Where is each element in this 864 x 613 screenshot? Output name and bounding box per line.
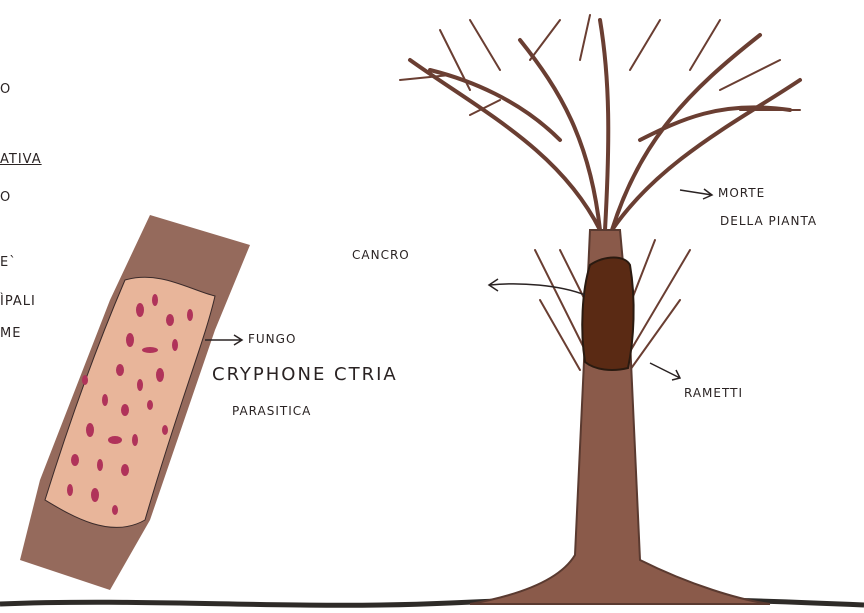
label-morte-line1: MORTE — [718, 186, 765, 200]
chestnut-tree-drawing — [400, 15, 800, 604]
label-cryphonectria: CRYPHONE CTRIA — [212, 364, 398, 385]
label-rametti: RAMETTI — [684, 386, 743, 400]
canker-lesion — [582, 258, 633, 371]
trunk-section-drawing — [20, 215, 250, 590]
left-fragment-1: O — [0, 82, 11, 97]
left-fragment-3: O — [0, 190, 11, 205]
left-fragment-5: ÌPALI — [0, 294, 36, 309]
left-fragment-4: E` — [0, 255, 17, 270]
arrow-morte — [680, 189, 712, 199]
label-morte-line2: DELLA PIANTA — [720, 214, 817, 228]
left-fragment-2: ATIVA — [0, 152, 42, 167]
label-cancro: CANCRO — [352, 248, 410, 262]
left-fragment-6: ME — [0, 326, 21, 341]
label-parasitica: PARASITICA — [232, 404, 311, 418]
arrow-cancro — [489, 279, 585, 295]
label-fungo: FUNGO — [248, 332, 296, 346]
arrow-rametti — [650, 363, 680, 380]
